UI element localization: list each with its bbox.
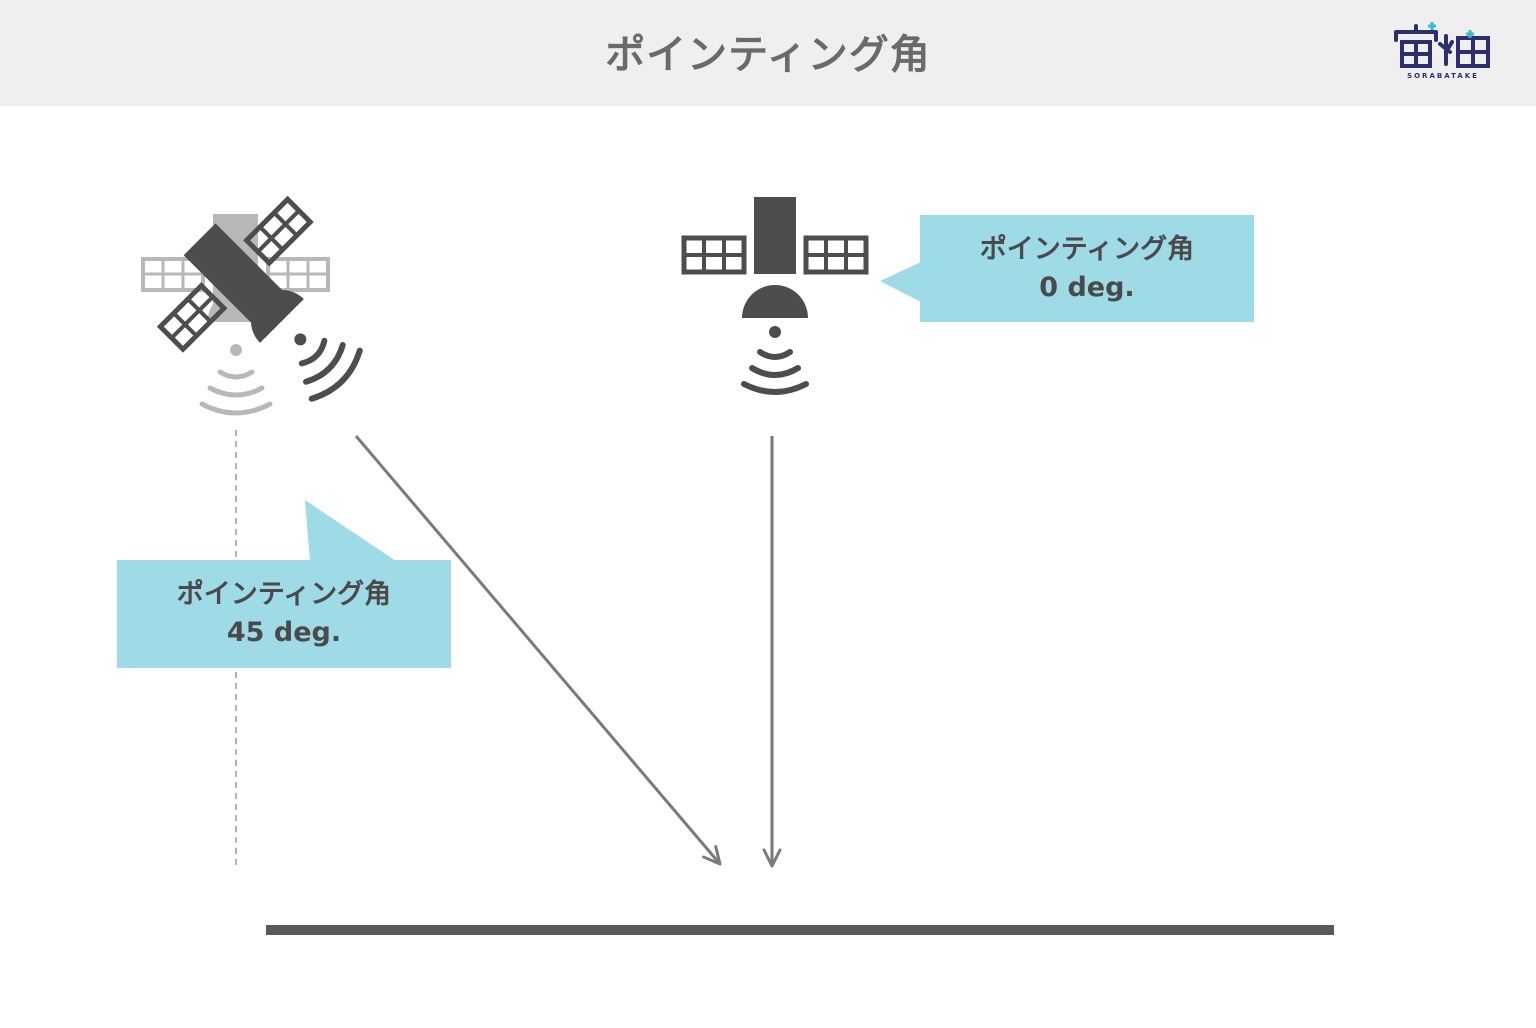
callout-pointing-angle-45: ポインティング角 45 deg.	[117, 560, 451, 668]
header-bar: ポインティング角 SORABATAKE	[0, 0, 1536, 106]
callout-0-value: 0 deg.	[1039, 271, 1135, 303]
callout-45-value: 45 deg.	[226, 617, 342, 648]
logo-text: SORABATAKE	[1407, 72, 1479, 80]
arrow-45-deg	[354, 435, 722, 866]
signal-waves-icon	[741, 349, 809, 395]
page-title: ポインティング角	[605, 32, 931, 78]
satellite-tilted-icon	[156, 195, 363, 402]
sorabatake-logo: SORABATAKE	[1388, 22, 1498, 88]
callout-pointing-angle-0: ポインティング角 0 deg.	[920, 215, 1254, 322]
satellite-nadir-icon	[681, 197, 869, 395]
logo-mark-icon	[1394, 22, 1490, 68]
callout-45-pointer	[305, 500, 396, 561]
callout-0-pointer	[880, 262, 921, 302]
callout-45-title: ポインティング角	[176, 579, 392, 610]
callout-0-title: ポインティング角	[979, 233, 1195, 265]
